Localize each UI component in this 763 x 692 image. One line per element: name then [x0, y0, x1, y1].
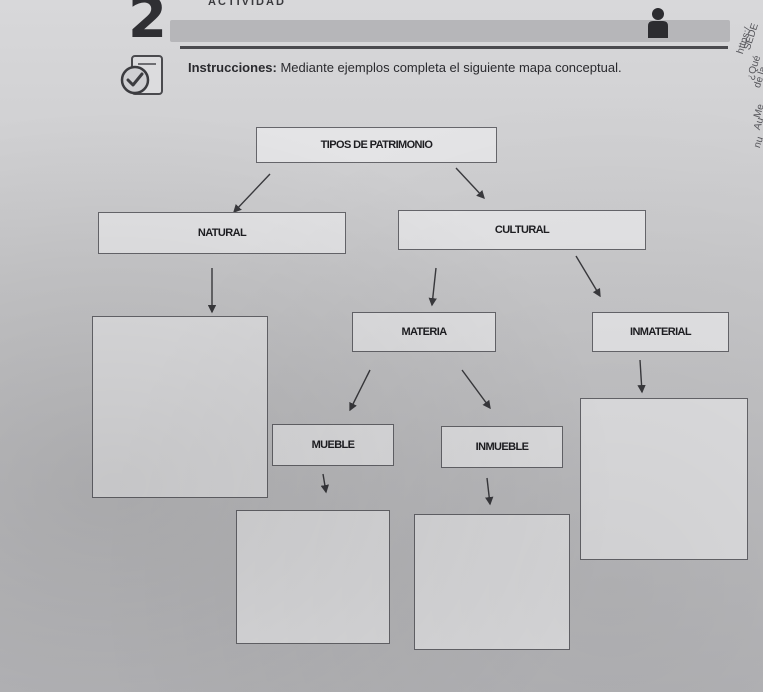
- concept-materia-label: MATERIA: [401, 326, 447, 338]
- answer-box-inmueble[interactable]: [414, 514, 570, 650]
- concept-inmaterial-label: INMATERIAL: [629, 326, 692, 338]
- header-band: [170, 20, 730, 42]
- arrow-inmaterial-examples: [637, 359, 646, 394]
- side-fragment: Au: [752, 116, 763, 132]
- concept-inmueble-box: INMUEBLE: [441, 426, 563, 468]
- instructions-label: Instrucciones:: [188, 60, 277, 75]
- instructions-text: Instrucciones: Mediante ejemplos complet…: [188, 60, 622, 75]
- arrow-root-natural: [233, 173, 271, 214]
- concept-mueble-label: MUEBLE: [311, 439, 355, 451]
- arrow-inmueble-examples: [485, 477, 494, 506]
- checkmark-folder-icon: [120, 55, 163, 95]
- instructions-body: Mediante ejemplos completa el siguiente …: [276, 60, 622, 75]
- concept-inmueble-label: INMUEBLE: [475, 441, 529, 453]
- concept-cultural-box: CULTURAL: [398, 210, 646, 250]
- answer-box-mueble[interactable]: [236, 510, 390, 644]
- concept-cultural-label: CULTURAL: [494, 224, 550, 236]
- activity-number: 2: [128, 0, 167, 51]
- arrow-materia-mueble: [349, 369, 371, 412]
- header-rule: [180, 46, 728, 49]
- arrow-root-cultural: [455, 167, 485, 200]
- answer-box-inmaterial[interactable]: [580, 398, 748, 560]
- arrow-cultural-materia: [428, 267, 437, 307]
- concept-root-box: TIPOS DE PATRIMONIO: [256, 127, 497, 163]
- concept-inmaterial-box: INMATERIAL: [592, 312, 729, 352]
- concept-root-label: TIPOS DE PATRIMONIO: [320, 139, 433, 151]
- arrow-mueble-examples: [320, 473, 329, 494]
- activity-title: ACTIVIDAD: [208, 0, 286, 8]
- concept-mueble-box: MUEBLE: [272, 424, 394, 466]
- side-fragment: nu: [752, 135, 763, 150]
- concept-natural-box: NATURAL: [98, 212, 346, 254]
- person-icon: [648, 8, 668, 38]
- arrow-cultural-inmaterial: [575, 255, 601, 298]
- concept-materia-box: MATERIA: [352, 312, 496, 352]
- answer-box-natural[interactable]: [92, 316, 268, 498]
- concept-natural-label: NATURAL: [197, 227, 247, 239]
- arrow-materia-inmueble: [461, 369, 491, 410]
